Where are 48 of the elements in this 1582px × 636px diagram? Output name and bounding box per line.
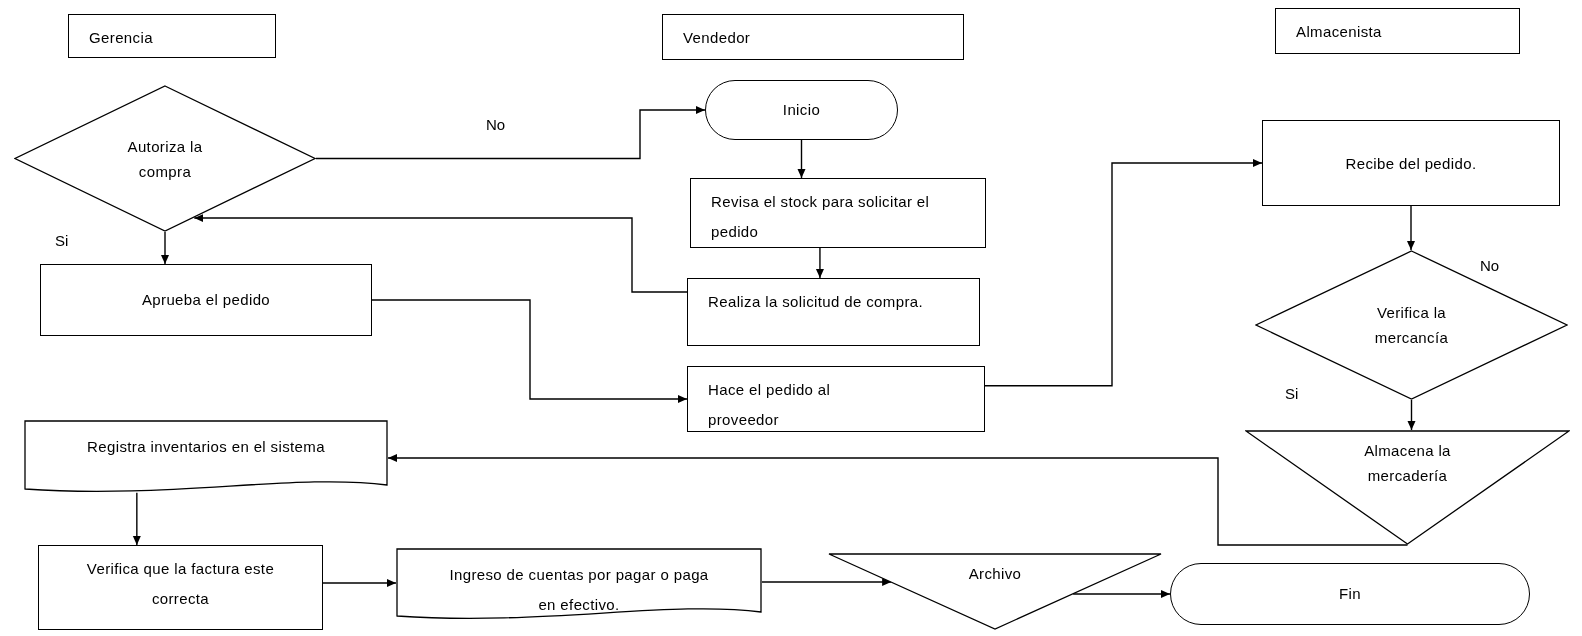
decision-diamond	[14, 85, 316, 232]
node-label: Fin	[1339, 584, 1361, 604]
node-label: Aprueba el pedido	[141, 290, 271, 310]
node-label: Autoriza la compra	[126, 136, 204, 182]
decision-diamond	[1255, 250, 1568, 400]
node-label: Hace el pedido al proveedor	[708, 380, 832, 430]
arrow	[984, 159, 1263, 387]
storage-triangle	[1245, 430, 1570, 545]
node-label: Recibe del pedido.	[1345, 154, 1477, 174]
arrow	[161, 231, 169, 265]
process-box	[662, 14, 964, 60]
document-shape	[24, 420, 388, 495]
process-box	[687, 278, 980, 346]
arrow	[193, 214, 688, 293]
process-box	[690, 178, 986, 248]
process-box	[40, 264, 372, 336]
document-shape	[396, 548, 762, 622]
branch-label: Si	[55, 231, 69, 251]
arrow	[315, 106, 706, 160]
process-box	[687, 366, 985, 432]
arrow	[1407, 205, 1415, 251]
process-box	[1275, 8, 1520, 54]
arrow	[371, 299, 688, 403]
arrow	[1407, 399, 1416, 431]
branch-label: No	[1480, 256, 1500, 276]
node-label: Registra inventarios en el sistema	[87, 437, 325, 457]
node-label: Ingreso de cuentas por pagar o paga en efectivo.	[449, 565, 709, 615]
process-box	[1262, 120, 1560, 206]
storage-triangle	[828, 553, 1162, 630]
arrow	[761, 578, 892, 587]
arrow	[322, 579, 397, 587]
arrow	[387, 454, 1409, 546]
arrow	[132, 492, 141, 546]
node-label: Almacena la mercadería	[1363, 441, 1452, 486]
node-label: Gerencia	[89, 28, 153, 48]
node-label: Realiza la solicitud de compra.	[708, 292, 924, 312]
node-label: Revisa el stock para solicitar el pedido	[711, 192, 931, 242]
process-box	[68, 14, 276, 58]
node-label: Almacenista	[1296, 22, 1382, 42]
process-box	[38, 545, 323, 630]
arrow	[815, 247, 824, 279]
branch-label: Si	[1285, 384, 1299, 404]
node-label: Verifica que la factura este correcta	[85, 559, 276, 609]
node-label: Archivo	[968, 564, 1022, 584]
node-label: Inicio	[782, 100, 821, 120]
node-label: Vendedor	[683, 28, 751, 48]
node-label: Verifica la mercancía	[1373, 303, 1450, 348]
arrow	[797, 139, 806, 179]
